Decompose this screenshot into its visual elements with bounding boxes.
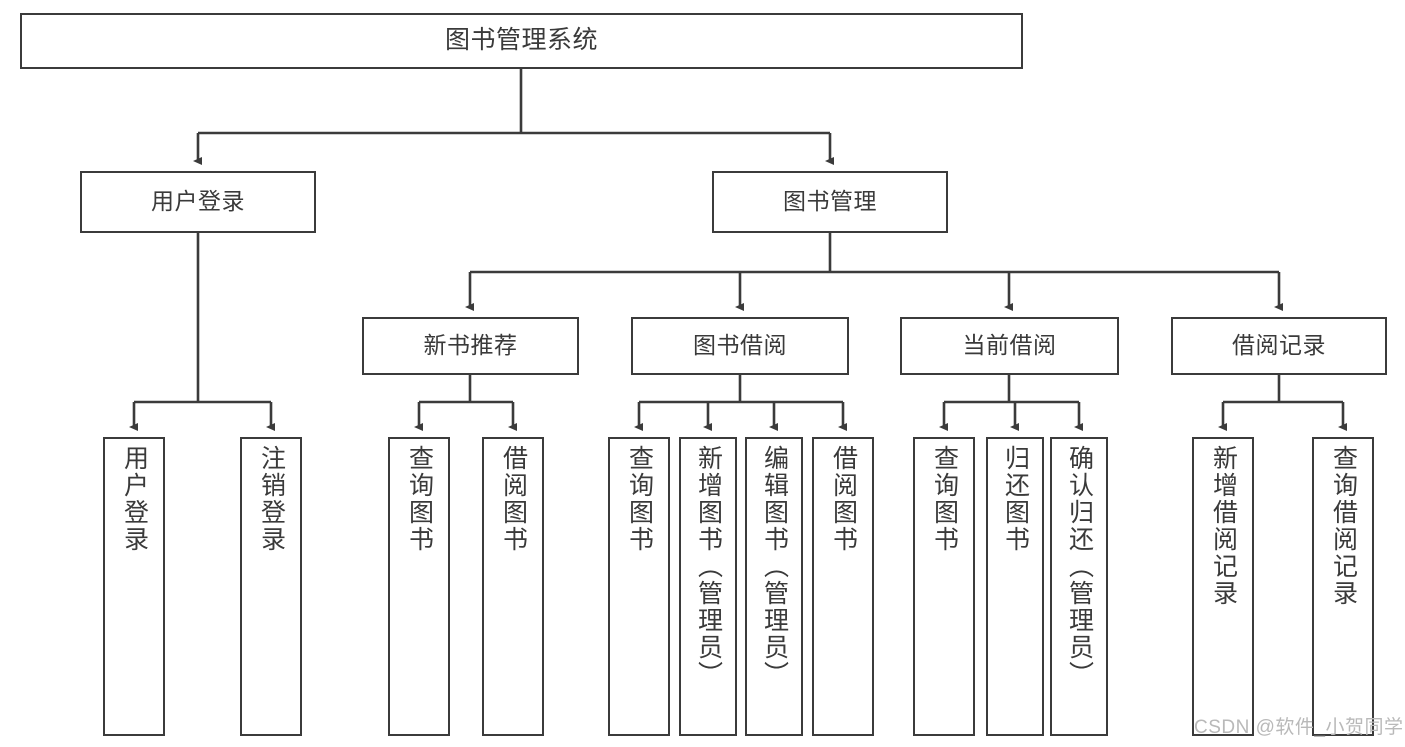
- leaf-borrow-book[interactable]: 借阅图书: [812, 437, 874, 736]
- leaf-logout[interactable]: 注销登录: [240, 437, 302, 736]
- leaf-query-book-borrow[interactable]: 查询图书: [608, 437, 670, 736]
- node-new-book-recommend-label: 新书推荐: [423, 332, 518, 359]
- leaf-label: 确认归还（管理员）: [1065, 445, 1094, 688]
- node-new-book-recommend[interactable]: 新书推荐: [362, 317, 579, 375]
- node-user-login-label: 用户登录: [151, 188, 245, 215]
- node-current-borrow-label: 当前借阅: [962, 332, 1057, 359]
- leaf-add-borrow-record[interactable]: 新增借阅记录: [1192, 437, 1254, 736]
- leaf-label: 新增借阅记录: [1209, 445, 1238, 607]
- leaf-label: 借阅图书: [499, 445, 528, 553]
- leaf-label: 查询图书: [405, 445, 434, 553]
- node-book-borrow-label: 图书借阅: [693, 332, 787, 359]
- leaf-add-book-admin[interactable]: 新增图书（管理员）: [679, 437, 737, 736]
- node-user-login[interactable]: 用户登录: [80, 171, 316, 233]
- leaf-user-login[interactable]: 用户登录: [103, 437, 165, 736]
- leaf-query-borrow-record[interactable]: 查询借阅记录: [1312, 437, 1374, 736]
- node-borrow-record[interactable]: 借阅记录: [1171, 317, 1387, 375]
- leaf-label: 注销登录: [257, 445, 286, 553]
- node-root-label: 图书管理系统: [444, 26, 598, 55]
- leaf-label: 归还图书: [1001, 445, 1030, 553]
- node-book-management[interactable]: 图书管理: [712, 171, 948, 233]
- leaf-label: 编辑图书（管理员）: [760, 445, 789, 688]
- leaf-label: 借阅图书: [829, 445, 858, 553]
- node-book-borrow[interactable]: 图书借阅: [631, 317, 849, 375]
- leaf-borrow-book-new[interactable]: 借阅图书: [482, 437, 544, 736]
- leaf-label: 查询图书: [625, 445, 654, 553]
- leaf-edit-book-admin[interactable]: 编辑图书（管理员）: [745, 437, 803, 736]
- watermark: CSDN @软件_小贺同学: [1194, 717, 1404, 738]
- leaf-confirm-return-admin[interactable]: 确认归还（管理员）: [1050, 437, 1108, 736]
- leaf-label: 用户登录: [120, 445, 149, 553]
- node-root[interactable]: 图书管理系统: [20, 13, 1023, 69]
- leaf-label: 查询借阅记录: [1329, 445, 1358, 607]
- leaf-label: 新增图书（管理员）: [694, 445, 723, 688]
- leaf-return-book[interactable]: 归还图书: [986, 437, 1044, 736]
- node-book-management-label: 图书管理: [783, 188, 877, 215]
- leaf-label: 查询图书: [930, 445, 959, 553]
- node-current-borrow[interactable]: 当前借阅: [900, 317, 1119, 375]
- leaf-query-book-current[interactable]: 查询图书: [913, 437, 975, 736]
- leaf-query-book-new[interactable]: 查询图书: [388, 437, 450, 736]
- node-borrow-record-label: 借阅记录: [1232, 332, 1326, 359]
